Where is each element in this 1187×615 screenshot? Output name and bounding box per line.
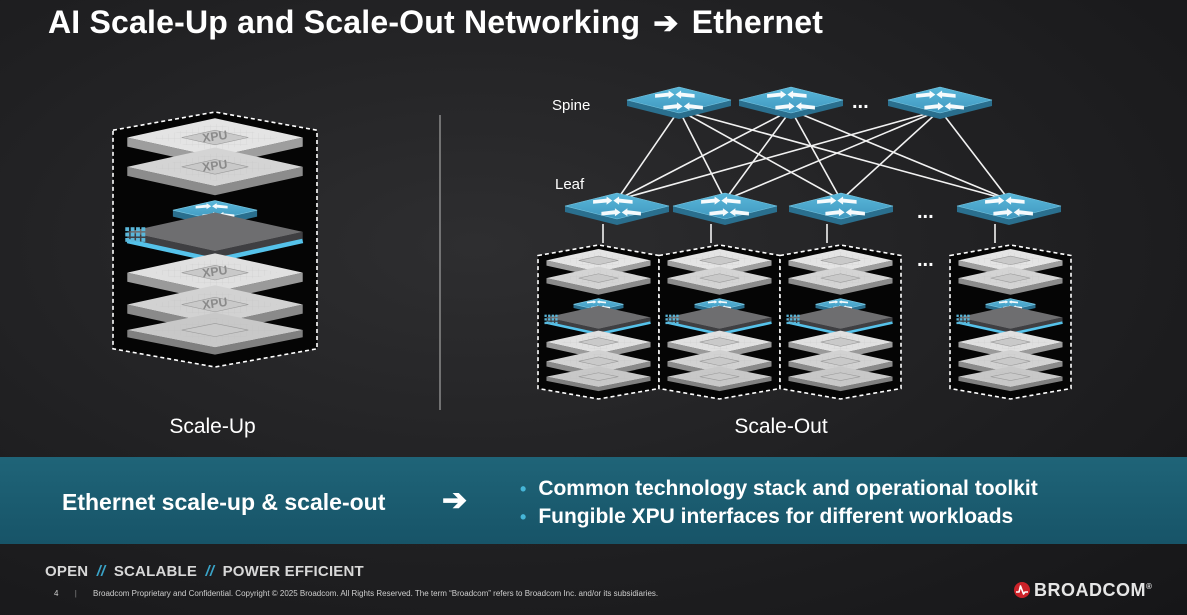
chip-layer: [788, 366, 893, 392]
chip-layer: [958, 266, 1063, 295]
chip-layer: [546, 248, 651, 278]
scale-up-caption: Scale-Up: [169, 415, 256, 438]
xpu-label: XPU: [201, 157, 228, 174]
rack: [658, 244, 781, 400]
switch-icon: [788, 192, 894, 225]
port-grid-icon: [544, 314, 558, 325]
tagline-separator: //: [96, 563, 106, 580]
chip-layer: [667, 248, 772, 278]
chip-layer: [127, 312, 303, 355]
chip-layer: [788, 330, 893, 359]
bullet-dot: •: [520, 479, 527, 499]
link-line: [678, 109, 726, 201]
tagline: OPEN // SCALABLE // POWER EFFICIENT: [45, 563, 364, 580]
switch-icon: [672, 192, 778, 225]
chip-layer: XPU: [127, 253, 303, 302]
network-layer: [956, 305, 1063, 336]
link-line: [790, 109, 1010, 201]
xpu-label: XPU: [201, 295, 228, 312]
chip-layer: XPU: [127, 147, 303, 196]
title-tail: Ethernet: [691, 4, 824, 40]
chip-layer: [546, 266, 651, 295]
port-grid-icon: [786, 314, 800, 325]
rack: [537, 244, 660, 400]
legal-text: Broadcom Proprietary and Confidential. C…: [93, 589, 659, 598]
switch-icon: [573, 298, 624, 314]
leaf-ellipsis: ...: [917, 201, 934, 223]
spine-leaf-links: [602, 109, 1010, 243]
scale-out-racks: [537, 244, 1072, 400]
link-line: [616, 109, 680, 201]
benefit-item: • Common technology stack and operational…: [520, 475, 1038, 503]
tagline-item: OPEN: [45, 563, 89, 580]
rack-ellipsis: ...: [917, 249, 934, 271]
switch-icon: [626, 86, 732, 119]
tagline-separator: //: [205, 563, 215, 580]
rack: [779, 244, 902, 400]
footer: 4 | Broadcom Proprietary and Confidentia…: [54, 589, 658, 598]
link-line: [790, 109, 842, 201]
benefit-item: • Fungible XPU interfaces for different w…: [520, 503, 1038, 531]
tagline-item: SCALABLE: [113, 563, 198, 580]
benefit-text: Fungible XPU interfaces for different wo…: [538, 505, 1014, 528]
chip-layer: [667, 330, 772, 359]
title-arrow: ➔: [653, 7, 679, 40]
rack: [949, 244, 1072, 400]
xpu-label: XPU: [201, 128, 228, 145]
chip-layer: XPU: [127, 285, 303, 333]
port-grid-icon: [665, 314, 679, 325]
switch-icon: [956, 192, 1062, 225]
link-line: [678, 109, 842, 201]
switch-icon: [738, 86, 844, 119]
banner-arrow: ➔: [442, 484, 468, 517]
leaf-label: Leaf: [555, 176, 585, 193]
switch-icon: [815, 298, 866, 314]
brand-trademark: ®: [1146, 582, 1153, 591]
link-line: [616, 109, 941, 201]
link-line: [678, 109, 1010, 201]
leaf-switches: [564, 192, 1062, 225]
switch-icon: [887, 86, 993, 119]
scale-up-cluster: XPU XPU XPU XPU: [112, 111, 318, 368]
summary-banner: Ethernet scale-up & scale-out ➔ • Common …: [0, 457, 1187, 544]
link-line: [939, 109, 1010, 201]
chip-layer: [958, 366, 1063, 392]
footer-divider: |: [74, 589, 77, 598]
benefit-text: Common technology stack and operational …: [538, 477, 1038, 500]
scale-out-caption: Scale-Out: [734, 415, 828, 438]
chip-layer: [788, 248, 893, 278]
banner-heading: Ethernet scale-up & scale-out: [62, 489, 386, 515]
spine-ellipsis: ...: [852, 91, 869, 113]
link-line: [840, 109, 941, 201]
spine-switches: [626, 86, 993, 119]
port-grid-icon: [956, 314, 970, 325]
link-line: [616, 109, 792, 201]
rack: XPU XPU XPU XPU: [112, 111, 318, 368]
chip-layer: [546, 366, 651, 392]
broadcom-mark-icon: [1014, 582, 1030, 598]
switch-icon: [564, 192, 670, 225]
port-grid-icon: [125, 227, 146, 242]
brand-name: BROADCOM: [1034, 580, 1146, 600]
xpu-label: XPU: [201, 263, 228, 280]
chip-layer: [788, 266, 893, 295]
page-title: AI Scale-Up and Scale-Out Networking ➔ E…: [48, 4, 823, 41]
chip-layer: [667, 366, 772, 392]
network-diagram: XPU XPU XPU XPU Spine Leaf ... ... ...: [112, 86, 1072, 410]
network-layer: [665, 305, 772, 336]
link-line: [724, 109, 792, 201]
benefit-list: • Common technology stack and operational…: [520, 475, 1038, 531]
broadcom-logo: BROADCOM®: [1014, 580, 1152, 601]
chip-layer: [667, 266, 772, 295]
page-number: 4: [54, 589, 59, 598]
title-lead: AI Scale-Up and Scale-Out Networking: [48, 4, 641, 40]
bullet-dot: •: [520, 507, 527, 527]
tagline-item: POWER EFFICIENT: [222, 563, 364, 580]
spine-label: Spine: [552, 97, 590, 114]
link-line: [724, 109, 941, 201]
